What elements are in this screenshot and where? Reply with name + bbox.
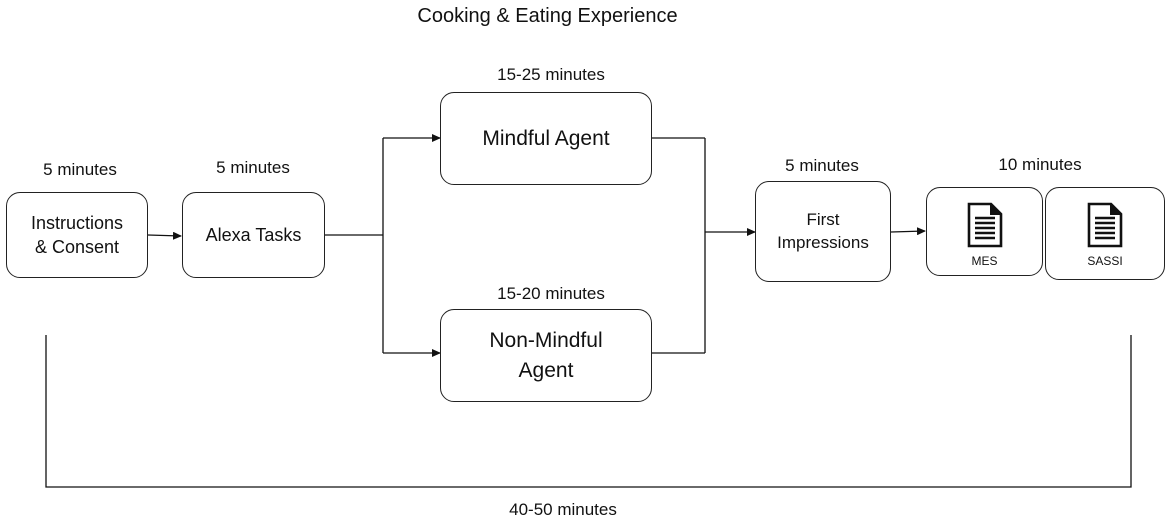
step-first-impressions: First Impressions xyxy=(755,181,891,282)
duration-instructions: 5 minutes xyxy=(43,160,117,179)
step-non-mindful-agent: Non-Mindful Agent xyxy=(440,309,652,402)
step-label-first-impressions: First Impressions xyxy=(777,209,869,252)
step-mindful-agent: Mindful Agent xyxy=(440,92,652,185)
duration-alexa: 5 minutes xyxy=(216,158,290,177)
document-icon xyxy=(967,202,1002,248)
total-duration-bracket xyxy=(45,335,1132,488)
diagram-title: Cooking & Eating Experience xyxy=(417,5,678,27)
survey-mes: MES xyxy=(926,187,1043,276)
survey-label-mes: MES xyxy=(971,254,998,268)
step-label-instructions: Instructions & Consent xyxy=(30,212,124,257)
step-instructions-consent: Instructions & Consent xyxy=(6,192,148,278)
duration-first-impressions: 5 minutes xyxy=(785,156,859,175)
duration-surveys: 10 minutes xyxy=(998,155,1082,174)
step-label-mindful: Mindful Agent xyxy=(482,126,610,150)
step-label-alexa: Alexa Tasks xyxy=(205,224,302,245)
document-icon xyxy=(1087,202,1123,248)
duration-total: 40-50 minutes xyxy=(509,500,617,519)
survey-sassi: SASSI xyxy=(1045,187,1165,280)
step-alexa-tasks: Alexa Tasks xyxy=(182,192,325,278)
duration-non-mindful: 15-20 minutes xyxy=(497,284,605,303)
duration-mindful: 15-25 minutes xyxy=(497,65,605,84)
arrow-to-mes xyxy=(890,227,926,236)
arrow-instructions-to-alexa xyxy=(147,231,182,240)
survey-label-sassi: SASSI xyxy=(1087,254,1123,268)
step-label-non-mindful: Non-Mindful Agent xyxy=(489,329,603,382)
